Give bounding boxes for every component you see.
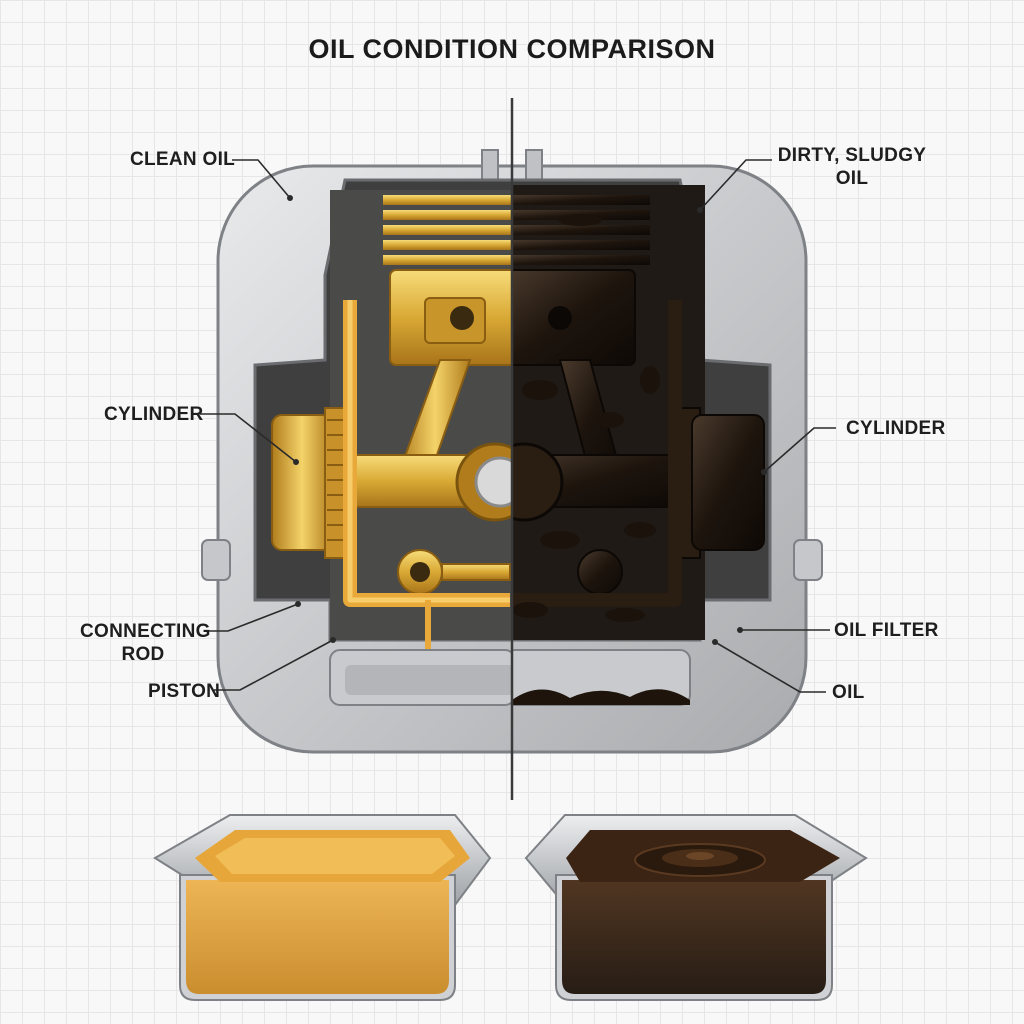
label-dirty-oil: DIRTY, SLUDGY OIL <box>777 145 927 189</box>
dirty-side <box>512 185 765 706</box>
cylinder-dirty <box>691 414 765 551</box>
clean-side <box>271 190 512 706</box>
dirty-oil-pan <box>524 814 868 1001</box>
label-clean-oil: CLEAN OIL <box>130 149 236 170</box>
label-cylinder-left: CYLINDER <box>104 404 204 425</box>
label-cylinder-right: CYLINDER <box>846 418 946 439</box>
label-connecting-rod: CONNECTING ROD <box>80 621 211 665</box>
label-oil-filter: OIL FILTER <box>834 620 939 641</box>
leader-lines <box>200 159 836 693</box>
diagram-title: OIL CONDITION COMPARISON <box>308 34 716 64</box>
clean-oil-pan <box>153 814 492 1001</box>
cylinder-head-fins-clean <box>383 195 512 265</box>
label-oil: OIL <box>832 682 865 703</box>
cylinder-clean <box>271 414 333 551</box>
label-piston: PISTON <box>148 681 221 702</box>
